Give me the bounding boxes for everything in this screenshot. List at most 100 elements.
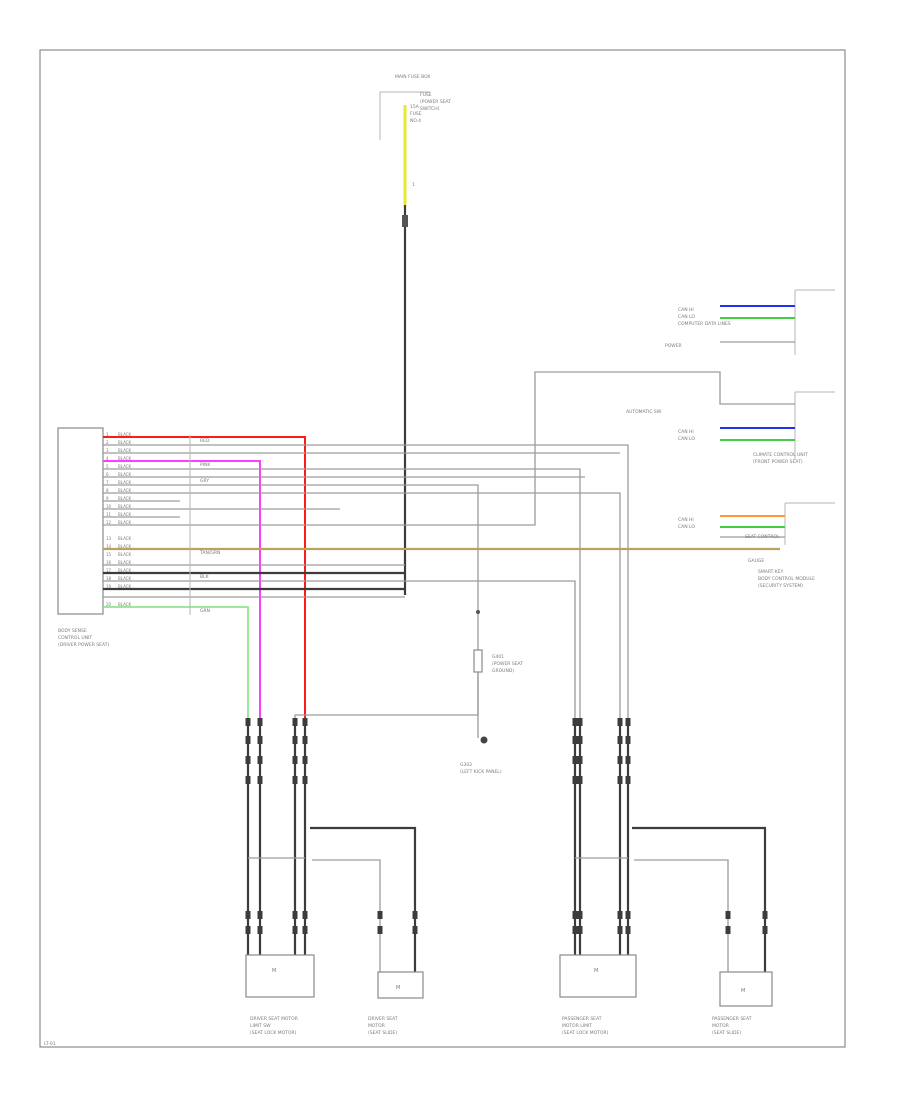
fuse-pin-number: 1 <box>412 182 415 188</box>
bottom-wiring <box>246 720 767 972</box>
fuse-label-line-1: FUSE <box>420 92 432 98</box>
wire-connector-mark <box>377 911 383 919</box>
module-harness <box>103 371 780 722</box>
motor-1-symbol: M <box>272 968 276 974</box>
theft-label-3: (SECURITY SYSTEM) <box>758 583 803 589</box>
motor-1-label-3: (SEAT LOCK MOTOR) <box>250 1030 297 1036</box>
motor-4: M PASSENGER SEAT MOTOR (SEAT SLIDE) <box>712 971 773 1036</box>
wire-connector-mark <box>617 926 623 934</box>
wire-connector-mark <box>625 718 631 726</box>
wire-connector-mark <box>572 756 578 764</box>
gauge-label: GAUGE <box>748 558 764 564</box>
wire-connector-mark <box>412 926 418 934</box>
module-pin-wire-label: BLACK <box>118 472 132 477</box>
wire-connector-mark <box>257 926 263 934</box>
motor-2-label-2: MOTOR <box>368 1023 385 1029</box>
power-label: POWER <box>665 343 682 349</box>
module-pin-wire-label: BLACK <box>118 496 132 501</box>
wire-connector-mark <box>377 926 383 934</box>
wire-connector-mark <box>572 736 578 744</box>
wire-connector-mark <box>625 756 631 764</box>
motor-4-label-3: (SEAT SLIDE) <box>712 1030 741 1036</box>
module-pin-number: 16 <box>106 560 112 565</box>
wire-connector-mark <box>577 776 583 784</box>
wire-connector-mark <box>625 776 631 784</box>
diagram-border <box>39 49 846 1048</box>
ground-point: G302 (LEFT KICK PANEL) <box>460 736 502 775</box>
wire-connector-mark <box>625 736 631 744</box>
motor-4-symbol: M <box>741 988 745 994</box>
theft-label-1: SMART KEY <box>758 569 784 575</box>
module-pin-number: 4 <box>106 456 109 461</box>
fuse-pin-line-2: FUSE <box>410 111 422 117</box>
wire-connector-mark <box>257 911 263 919</box>
motor-3-symbol: M <box>594 968 598 974</box>
wire-connector-mark <box>572 926 578 934</box>
climate-label-2: (FRONT POWER SEAT) <box>753 459 803 465</box>
module-pin-wire-label: BLACK <box>118 520 132 525</box>
wire-connector-mark <box>245 756 251 764</box>
ground-junction-label-2: (POWER SEAT <box>492 661 523 667</box>
fuse-label-line-2: (POWER SEAT <box>420 99 451 105</box>
motor-3: M PASSENGER SEAT MOTOR LIMIT (SEAT LOCK … <box>559 954 637 1036</box>
wire-connector-mark <box>625 926 631 934</box>
module-pin-number: 13 <box>106 536 112 541</box>
module-pin-wire-label: BLACK <box>118 512 132 517</box>
pink-wire <box>103 460 261 722</box>
motor-2-symbol: M <box>396 985 400 991</box>
wire-connector-mark <box>617 756 623 764</box>
motor-2: M DRIVER SEAT MOTOR (SEAT SLIDE) <box>368 971 424 1036</box>
power-feed-connector <box>402 215 408 227</box>
wire-connector-mark <box>292 926 298 934</box>
module-pin-number: 9 <box>106 496 109 501</box>
wire-connector-mark <box>412 911 418 919</box>
can-label-1: CAN HI <box>678 307 694 313</box>
module-pin-wire-label: BLACK <box>118 464 132 469</box>
fuse-block: MAIN FUSE BOX FUSE (POWER SEAT SWITCH) 1… <box>379 74 451 188</box>
module-pin-number: 20 <box>106 602 112 607</box>
can-label-2: CAN LO <box>678 314 695 320</box>
ground-junction-label-1: G401 <box>492 654 504 660</box>
module-pin-wire-label: BLACK <box>118 480 132 485</box>
wire-connector-mark <box>245 911 251 919</box>
module-pin-number: 2 <box>106 440 109 445</box>
wire-connector-mark <box>577 718 583 726</box>
theft-label-2: BODY CONTROL MODULE <box>758 576 815 582</box>
grey-wire-label: GRY <box>200 478 209 484</box>
seat-control-label: SEAT CONTROL <box>745 534 780 540</box>
wire-connector-mark <box>292 718 298 726</box>
harness-wire-j <box>103 371 650 526</box>
module-pin-number: 12 <box>106 520 112 525</box>
wire-connector-mark <box>625 911 631 919</box>
wire-connector-mark <box>577 926 583 934</box>
module-pin-wire-label: BLACK <box>118 602 132 607</box>
motor-4-label-2: MOTOR <box>712 1023 729 1029</box>
module-pin-wire-label: BLACK <box>118 560 132 565</box>
wire-connector-mark <box>292 776 298 784</box>
fuse-pin-line-3: NO.4 <box>410 118 421 124</box>
module-pin-wire-label: BLACK <box>118 568 132 573</box>
green-wire-label: GRN <box>200 608 210 614</box>
module-pin-number: 18 <box>106 576 112 581</box>
wire-connector-mark <box>257 736 263 744</box>
wire-connector-mark <box>245 736 251 744</box>
wire-connector-mark <box>762 926 768 934</box>
red-wire-label: RED <box>200 438 210 444</box>
motor-3-label-1: PASSENGER SEAT <box>562 1016 602 1022</box>
wire-connector-mark <box>292 911 298 919</box>
main-module-label-line-2: CONTROL UNIT <box>58 635 92 641</box>
wire-connector-mark <box>617 736 623 744</box>
right-components: CAN HI CAN LO COMPUTER DATA LINES POWER … <box>626 289 835 589</box>
motor-1-label-2: LIMIT SW <box>250 1023 271 1029</box>
module-pin-number: 10 <box>106 504 112 509</box>
ground-return-wire <box>294 612 479 720</box>
module-pin-wire-label: BLACK <box>118 456 132 461</box>
module-pin-number: 8 <box>106 488 109 493</box>
page-reference: LT-01 <box>44 1041 56 1047</box>
main-module-label-line-3: (DRIVER POWER SEAT) <box>58 642 109 648</box>
module-pin-wire-label: BLACK <box>118 440 132 445</box>
motor-3-label-3: (SEAT LOCK MOTOR) <box>562 1030 609 1036</box>
green-wire <box>103 606 249 722</box>
harness-wire-e <box>103 484 479 612</box>
